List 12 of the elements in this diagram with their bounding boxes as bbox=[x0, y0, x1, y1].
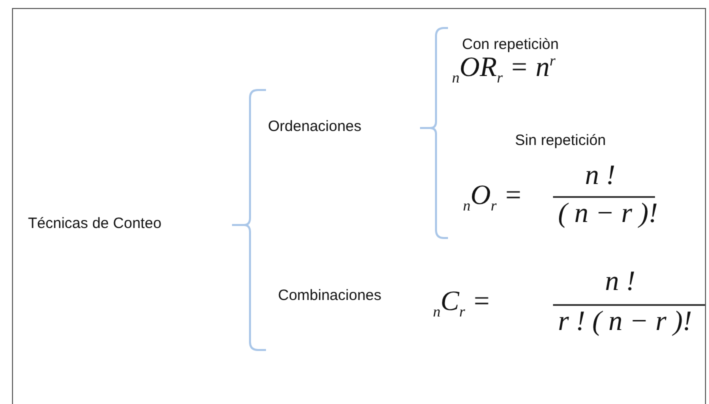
formula: $_{n}$O$_{r}$ = bbox=[463, 180, 522, 216]
numerator: n ! bbox=[605, 266, 636, 298]
formula: $_{n}$OR$_{r}$ = n$^{r}$ bbox=[452, 52, 556, 88]
sub-heading: Con repeticiòn bbox=[462, 36, 559, 53]
category-label: Combinaciones bbox=[278, 287, 382, 304]
denominator: r ! ( n − r )! bbox=[558, 306, 692, 338]
numerator: n ! bbox=[585, 160, 616, 192]
category-label: Ordenaciones bbox=[268, 118, 362, 135]
denominator: ( n − r )! bbox=[558, 198, 658, 230]
formula: $_{n}$C$_{r}$ = bbox=[433, 286, 491, 322]
root-label: Técnicas de Conteo bbox=[28, 215, 162, 232]
sub-heading: Sin repetición bbox=[515, 132, 606, 149]
